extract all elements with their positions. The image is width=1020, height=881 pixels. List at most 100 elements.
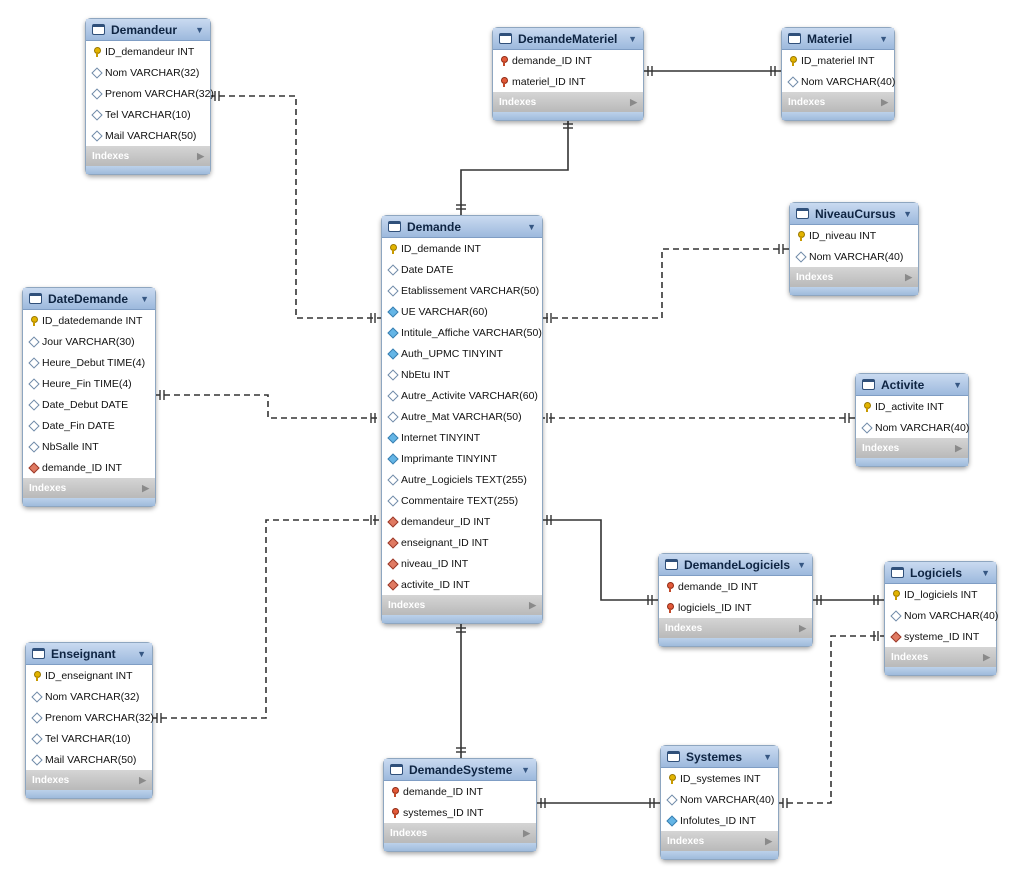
column-row[interactable]: Nom VARCHAR(32) bbox=[86, 62, 210, 83]
column-row[interactable]: Date_Fin DATE bbox=[23, 415, 155, 436]
column-row[interactable]: Heure_Fin TIME(4) bbox=[23, 373, 155, 394]
column-row[interactable]: Nom VARCHAR(40) bbox=[661, 789, 778, 810]
column-row[interactable]: Jour VARCHAR(30) bbox=[23, 331, 155, 352]
relationship-enseignant-demande[interactable] bbox=[151, 519, 381, 719]
expand-arrow-icon[interactable]: ▶ bbox=[523, 827, 530, 838]
column-row[interactable]: ID_logiciels INT bbox=[885, 584, 996, 605]
column-row[interactable]: Nom VARCHAR(40) bbox=[782, 71, 895, 92]
column-row[interactable]: ID_demandeur INT bbox=[86, 41, 210, 62]
table-header[interactable]: Activite▼ bbox=[856, 374, 968, 396]
column-row[interactable]: ID_systemes INT bbox=[661, 768, 778, 789]
expand-arrow-icon[interactable]: ▶ bbox=[139, 774, 146, 785]
column-row[interactable]: Autre_Activite VARCHAR(60) bbox=[382, 385, 542, 406]
column-row[interactable]: Auth_UPMC TINYINT bbox=[382, 343, 542, 364]
expand-arrow-icon[interactable]: ▶ bbox=[881, 96, 888, 107]
indexes-section[interactable]: Indexes▶ bbox=[790, 267, 918, 287]
column-row[interactable]: UE VARCHAR(60) bbox=[382, 301, 542, 322]
column-row[interactable]: enseignant_ID INT bbox=[382, 532, 542, 553]
collapse-arrow-icon[interactable]: ▼ bbox=[953, 379, 962, 390]
collapse-arrow-icon[interactable]: ▼ bbox=[527, 221, 536, 232]
collapse-arrow-icon[interactable]: ▼ bbox=[521, 764, 530, 775]
indexes-section[interactable]: Indexes▶ bbox=[382, 595, 542, 615]
expand-arrow-icon[interactable]: ▶ bbox=[799, 622, 806, 633]
column-row[interactable]: demande_ID INT bbox=[384, 781, 536, 802]
relationship-niveaucursus-demande[interactable] bbox=[541, 248, 789, 319]
relationship-demandeur-demande[interactable] bbox=[209, 95, 381, 319]
relationship-demande-demandemateriel[interactable] bbox=[460, 118, 569, 215]
column-row[interactable]: ID_niveau INT bbox=[790, 225, 918, 246]
expand-arrow-icon[interactable]: ▶ bbox=[630, 96, 637, 107]
table-header[interactable]: NiveauCursus▼ bbox=[790, 203, 918, 225]
column-row[interactable]: Nom VARCHAR(40) bbox=[790, 246, 918, 267]
expand-arrow-icon[interactable]: ▶ bbox=[142, 482, 149, 493]
column-row[interactable]: systeme_ID INT bbox=[885, 626, 996, 647]
table-header[interactable]: DemandeMateriel▼ bbox=[493, 28, 643, 50]
column-row[interactable]: Tel VARCHAR(10) bbox=[86, 104, 210, 125]
column-row[interactable]: demande_ID INT bbox=[659, 576, 812, 597]
column-row[interactable]: materiel_ID INT bbox=[493, 71, 643, 92]
expand-arrow-icon[interactable]: ▶ bbox=[765, 835, 772, 846]
column-row[interactable]: Commentaire TEXT(255) bbox=[382, 490, 542, 511]
collapse-arrow-icon[interactable]: ▼ bbox=[903, 208, 912, 219]
column-row[interactable]: Internet TINYINT bbox=[382, 427, 542, 448]
column-row[interactable]: niveau_ID INT bbox=[382, 553, 542, 574]
expand-arrow-icon[interactable]: ▶ bbox=[955, 442, 962, 453]
column-row[interactable]: ID_materiel INT bbox=[782, 50, 894, 71]
indexes-section[interactable]: Indexes▶ bbox=[23, 478, 155, 498]
column-row[interactable]: logiciels_ID INT bbox=[659, 597, 812, 618]
column-row[interactable]: Intitule_Affiche VARCHAR(50) bbox=[382, 322, 542, 343]
column-row[interactable]: Autre_Logiciels TEXT(255) bbox=[382, 469, 542, 490]
relationship-systemes-logiciels[interactable] bbox=[777, 635, 884, 804]
column-row[interactable]: Prenom VARCHAR(32) bbox=[86, 83, 214, 104]
collapse-arrow-icon[interactable]: ▼ bbox=[628, 33, 637, 44]
column-row[interactable]: Mail VARCHAR(50) bbox=[26, 749, 152, 770]
column-row[interactable]: Date DATE bbox=[382, 259, 542, 280]
table-header[interactable]: Systemes▼ bbox=[661, 746, 778, 768]
column-row[interactable]: Prenom VARCHAR(32) bbox=[26, 707, 154, 728]
column-row[interactable]: demandeur_ID INT bbox=[382, 511, 542, 532]
expand-arrow-icon[interactable]: ▶ bbox=[983, 651, 990, 662]
expand-arrow-icon[interactable]: ▶ bbox=[197, 150, 204, 161]
table-header[interactable]: Demandeur▼ bbox=[86, 19, 210, 41]
expand-arrow-icon[interactable]: ▶ bbox=[905, 271, 912, 282]
relationship-demande-demandelogiciels[interactable] bbox=[541, 519, 658, 601]
indexes-section[interactable]: Indexes▶ bbox=[661, 831, 778, 851]
collapse-arrow-icon[interactable]: ▼ bbox=[137, 648, 146, 659]
indexes-section[interactable]: Indexes▶ bbox=[856, 438, 968, 458]
column-row[interactable]: ID_demande INT bbox=[382, 238, 542, 259]
table-header[interactable]: Demande▼ bbox=[382, 216, 542, 238]
table-header[interactable]: Materiel▼ bbox=[782, 28, 894, 50]
column-row[interactable]: Date_Debut DATE bbox=[23, 394, 155, 415]
column-row[interactable]: NbSalle INT bbox=[23, 436, 155, 457]
indexes-section[interactable]: Indexes▶ bbox=[86, 146, 210, 166]
collapse-arrow-icon[interactable]: ▼ bbox=[195, 24, 204, 35]
column-row[interactable]: Tel VARCHAR(10) bbox=[26, 728, 152, 749]
collapse-arrow-icon[interactable]: ▼ bbox=[797, 559, 806, 570]
column-row[interactable]: Imprimante TINYINT bbox=[382, 448, 542, 469]
column-row[interactable]: Nom VARCHAR(32) bbox=[26, 686, 152, 707]
column-row[interactable]: NbEtu INT bbox=[382, 364, 542, 385]
table-header[interactable]: Logiciels▼ bbox=[885, 562, 996, 584]
column-row[interactable]: systemes_ID INT bbox=[384, 802, 536, 823]
collapse-arrow-icon[interactable]: ▼ bbox=[140, 293, 149, 304]
column-row[interactable]: demande_ID INT bbox=[23, 457, 155, 478]
column-row[interactable]: Nom VARCHAR(40) bbox=[856, 417, 969, 438]
table-header[interactable]: DemandeSysteme▼ bbox=[384, 759, 536, 781]
indexes-section[interactable]: Indexes▶ bbox=[26, 770, 152, 790]
indexes-section[interactable]: Indexes▶ bbox=[885, 647, 996, 667]
collapse-arrow-icon[interactable]: ▼ bbox=[763, 751, 772, 762]
table-header[interactable]: DateDemande▼ bbox=[23, 288, 155, 310]
column-row[interactable]: Mail VARCHAR(50) bbox=[86, 125, 210, 146]
column-row[interactable]: ID_enseignant INT bbox=[26, 665, 152, 686]
relationship-datedemande-demande[interactable] bbox=[154, 394, 381, 419]
column-row[interactable]: ID_activite INT bbox=[856, 396, 968, 417]
